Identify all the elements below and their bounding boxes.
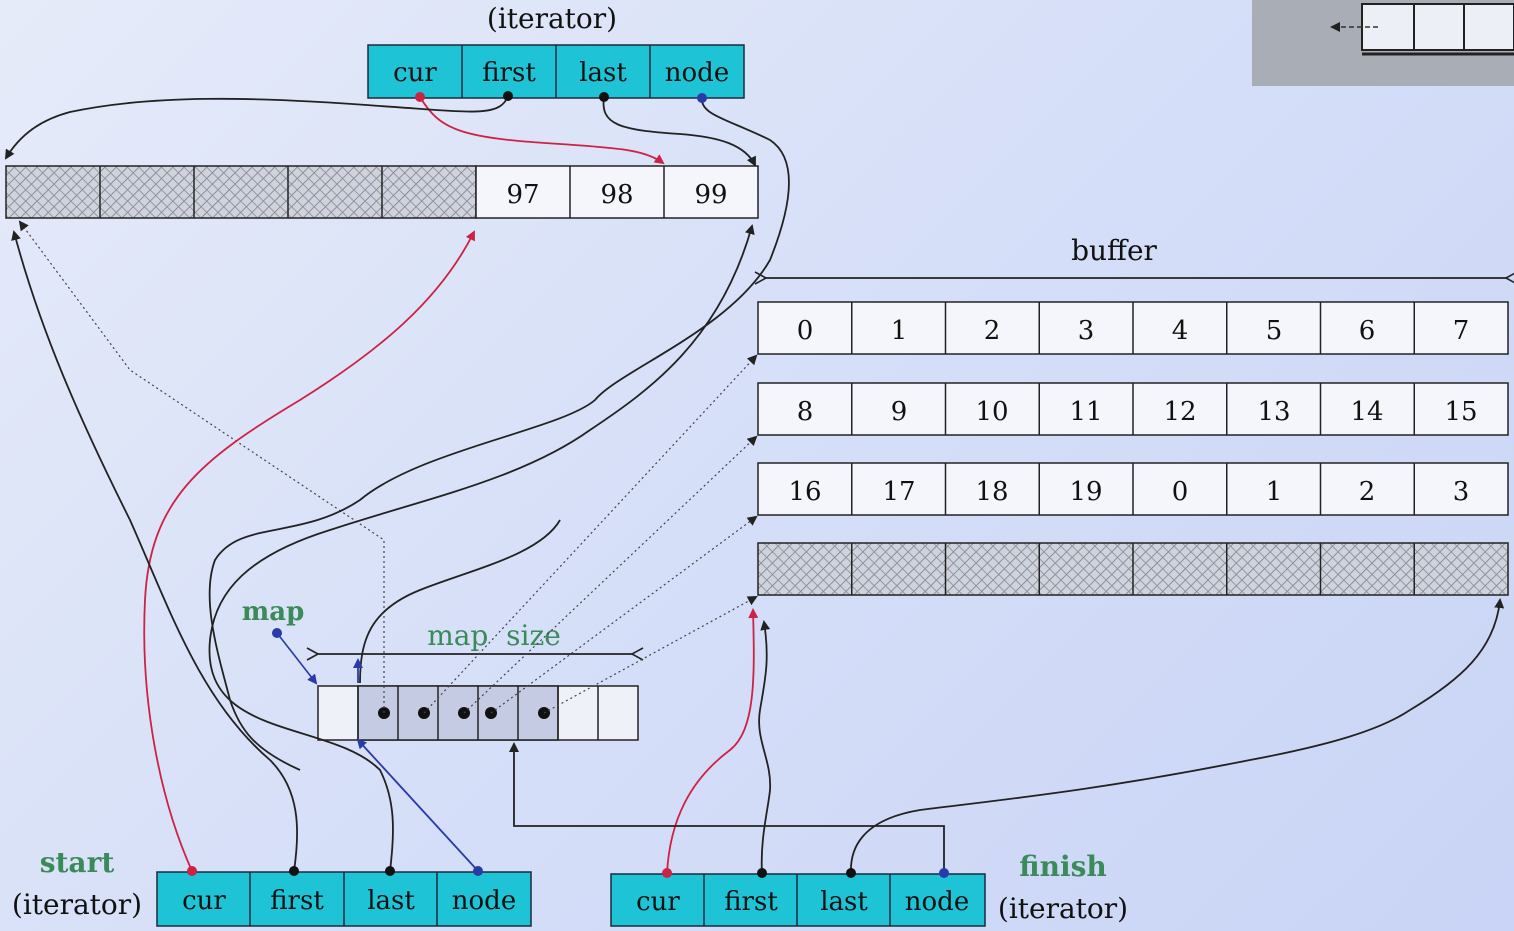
finish-iterator: cur first last node <box>610 873 986 927</box>
buffer-cell: 14 <box>1350 397 1383 427</box>
finish-label: finish <box>1019 850 1106 883</box>
buffer-cell: 6 <box>1359 316 1376 346</box>
buffer-cell: 5 <box>1266 316 1283 346</box>
map-node-links <box>18 220 758 714</box>
buffer-cell: 0 <box>1172 477 1189 507</box>
buffer-cell: 1 <box>891 316 908 346</box>
finish-iterator-links <box>509 598 1505 874</box>
buffer-cell: 3 <box>1453 477 1470 507</box>
finish-iterator-node: node <box>905 887 969 917</box>
buffer-cell: 2 <box>1359 477 1376 507</box>
buffer-cell: 15 <box>1444 397 1477 427</box>
buffer-cell: 7 <box>1453 316 1470 346</box>
buffer-grid <box>851 302 1415 595</box>
finish-caption: (iterator) <box>998 892 1128 925</box>
start-iterator-node: node <box>452 886 516 916</box>
map-pointer-arrow <box>276 632 318 685</box>
start-caption: (iterator) <box>12 888 142 921</box>
start-iterator-first: first <box>270 886 324 916</box>
map-label: map <box>242 597 305 627</box>
first-buffer-value: 97 <box>506 180 539 210</box>
finish-iterator-cur: cur <box>636 887 680 917</box>
top-iterator-node: node <box>665 58 729 88</box>
buffer-label: buffer <box>1071 234 1157 267</box>
finish-iterator-last: last <box>820 887 868 917</box>
buffer-cell: 3 <box>1078 316 1095 346</box>
buffer-cell: 4 <box>1172 316 1189 346</box>
buffer-cell: 8 <box>797 397 814 427</box>
buffer-cell: 0 <box>797 316 814 346</box>
finish-iterator-first: first <box>724 887 778 917</box>
buffer-cell: 18 <box>975 477 1008 507</box>
buffer-cell: 17 <box>882 477 915 507</box>
buffer-cell: 12 <box>1163 397 1196 427</box>
map-array <box>317 685 639 741</box>
start-label: start <box>40 846 115 879</box>
first-buffer: 97 98 99 <box>5 165 759 219</box>
start-iterator: cur first last node <box>156 871 532 927</box>
top-iterator-caption: (iterator) <box>487 2 617 35</box>
start-iterator-links <box>11 224 755 872</box>
first-buffer-value: 99 <box>694 180 727 210</box>
top-iterator-last: last <box>579 58 627 88</box>
map-size-label: map size <box>427 619 561 652</box>
top-iterator: cur first last node <box>367 44 745 99</box>
top-iterator-cur: cur <box>393 58 437 88</box>
start-iterator-cur: cur <box>182 886 226 916</box>
corner-thumbnail <box>1252 0 1514 86</box>
top-iterator-links <box>4 95 790 771</box>
first-buffer-value: 98 <box>600 180 633 210</box>
buffer-cell: 1 <box>1266 477 1283 507</box>
start-iterator-last: last <box>367 886 415 916</box>
buffer-cell: 11 <box>1069 397 1102 427</box>
buffer-cell: 10 <box>975 397 1008 427</box>
buffer-cell: 13 <box>1257 397 1290 427</box>
buffer-cell: 9 <box>891 397 908 427</box>
buffer-cell: 2 <box>984 316 1001 346</box>
buffer-cell: 19 <box>1069 477 1102 507</box>
top-iterator-first: first <box>482 58 536 88</box>
buffer-cell: 16 <box>788 477 821 507</box>
